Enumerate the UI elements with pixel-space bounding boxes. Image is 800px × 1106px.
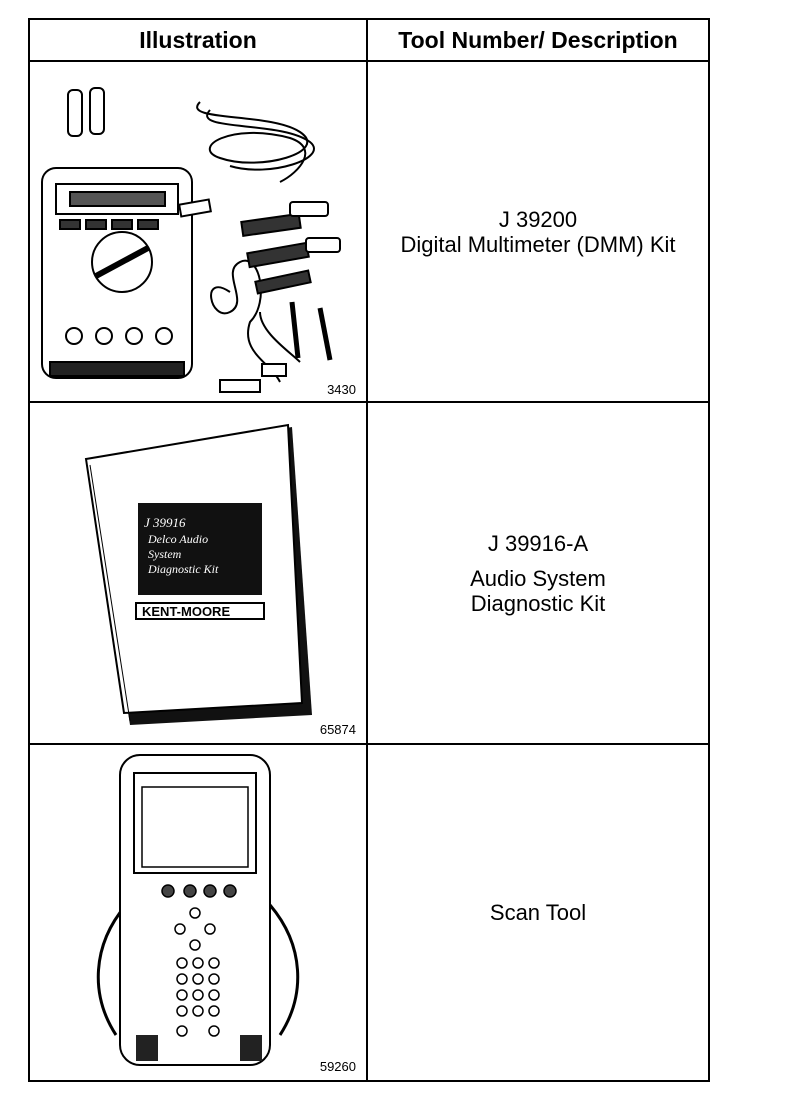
- book-title-line-3: Diagnostic Kit: [147, 562, 219, 576]
- book-title-line-1: Delco Audio: [147, 532, 208, 546]
- tool-description: Digital Multimeter (DMM) Kit: [400, 231, 676, 257]
- book-title-line-2: System: [148, 547, 182, 561]
- tool-description-line-2: Diagnostic Kit: [470, 590, 606, 616]
- tool-number: J 39200: [498, 206, 578, 232]
- figure-number: 65874: [319, 722, 356, 737]
- scan-tool-drawing: [96, 754, 300, 1066]
- figure-number: 59260: [319, 1059, 356, 1074]
- illustration-multimeter-kit: 3430: [30, 62, 366, 401]
- row-divider-1: [30, 401, 708, 403]
- book-brand: KENT-MOORE: [142, 604, 230, 619]
- diagnostic-kit-book-drawing: J 39916 Delco Audio System Diagnostic Ki…: [84, 423, 312, 725]
- description-cell-2: J 39916-A Audio System Diagnostic Kit: [368, 403, 708, 743]
- description-cell-1: J 39200 Digital Multimeter (DMM) Kit: [368, 62, 708, 401]
- figure-number: 3430: [327, 382, 356, 397]
- column-divider: [366, 20, 368, 1080]
- header-illustration: Illustration: [30, 20, 366, 62]
- tool-number: J 39916-A: [487, 530, 589, 556]
- multimeter-kit-drawing: [41, 87, 341, 393]
- book-title-number: J 39916: [144, 515, 186, 530]
- row-divider-2: [30, 743, 708, 745]
- description-cell-3: Scan Tool: [368, 745, 708, 1080]
- illustration-scan-tool: 59260: [30, 745, 366, 1080]
- illustration-diagnostic-kit: J 39916 Delco Audio System Diagnostic Ki…: [30, 403, 366, 743]
- header-tool-description: Tool Number/ Description: [368, 20, 708, 62]
- tool-table: Illustration Tool Number/ Description: [28, 18, 710, 1082]
- tool-description-line-1: Audio System: [470, 565, 606, 591]
- tool-description: Scan Tool: [489, 900, 587, 925]
